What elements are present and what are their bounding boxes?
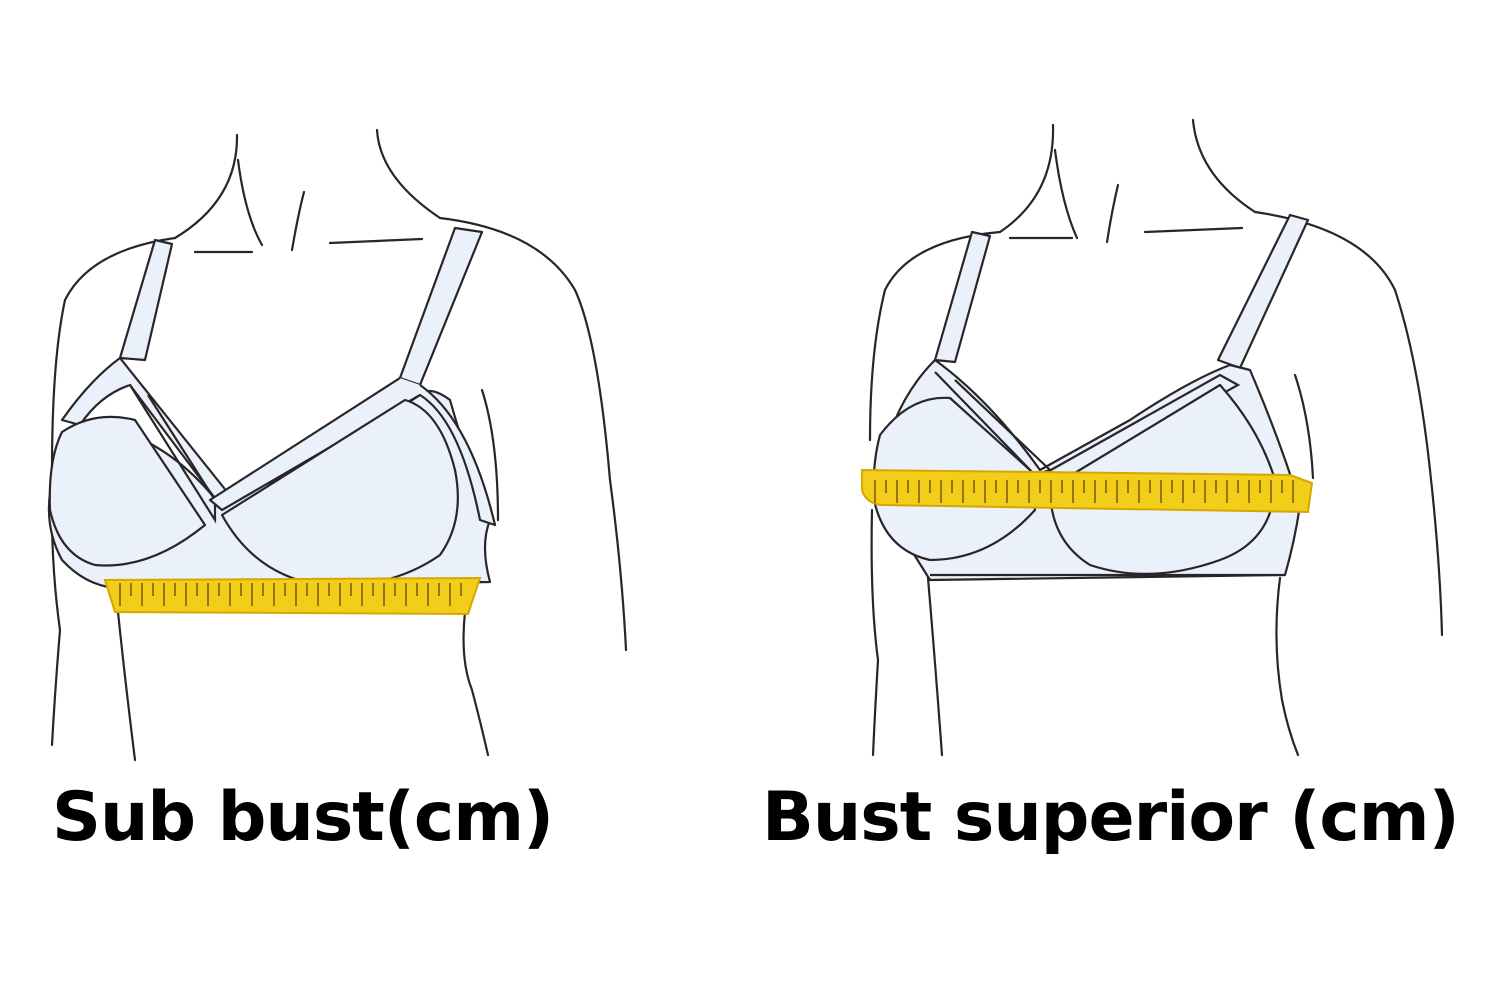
sub-bust-figure: Sub bust(cm) xyxy=(47,128,628,857)
measuring-tape xyxy=(861,468,1314,514)
bust-superior-illustration xyxy=(861,118,1444,757)
bra xyxy=(872,213,1310,582)
sub-bust-caption: Sub bust(cm) xyxy=(52,778,554,857)
bust-superior-caption: Bust superior (cm) xyxy=(762,778,1460,857)
bra xyxy=(47,226,497,590)
torso-outline xyxy=(50,128,628,762)
sub-bust-illustration xyxy=(47,128,628,762)
bust-superior-figure: Bust superior (cm) xyxy=(750,0,1500,1000)
measuring-tape xyxy=(103,576,482,616)
torso-outline xyxy=(868,118,1444,757)
